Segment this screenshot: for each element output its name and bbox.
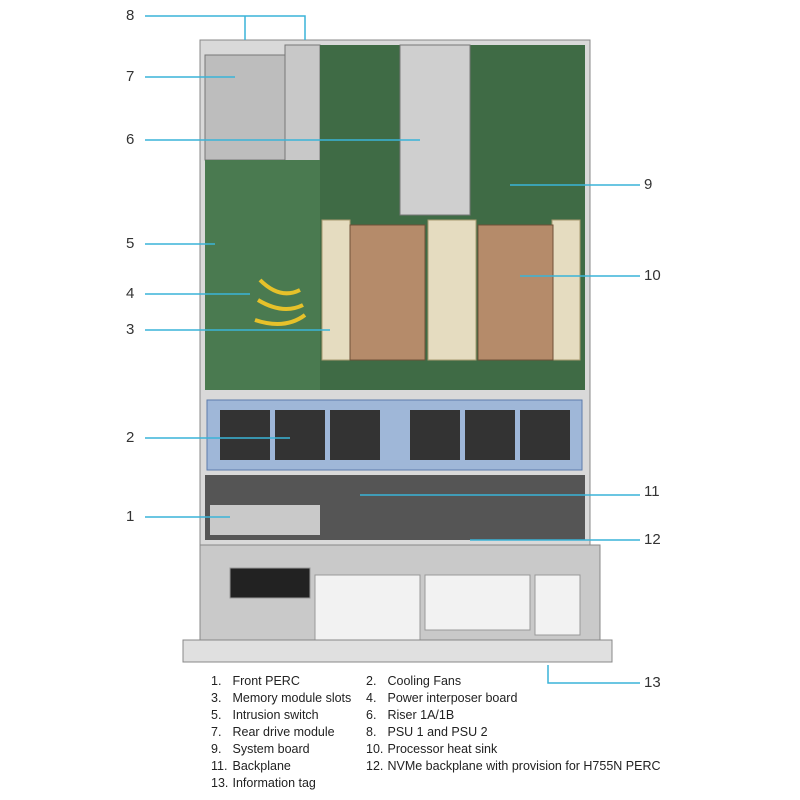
legend-item: 13. Information tag xyxy=(211,776,316,790)
legend-item: 10. Processor heat sink xyxy=(366,742,498,756)
memory-slots xyxy=(321,219,581,361)
callout-8: 8 xyxy=(126,7,135,24)
power-interposer-area xyxy=(205,160,320,390)
legend-item: 1. Front PERC xyxy=(211,674,300,688)
callout-11: 11 xyxy=(644,483,660,500)
riser xyxy=(399,44,471,216)
legend-item: 2. Cooling Fans xyxy=(366,674,462,688)
legend-column-left: 1. Front PERC 3. Memory module slots 5. … xyxy=(211,673,351,792)
callout-6: 6 xyxy=(126,131,135,148)
legend-item: 7. Rear drive module xyxy=(211,725,335,739)
callout-7: 7 xyxy=(126,68,135,85)
legend-item: 6. Riser 1A/1B xyxy=(366,708,455,722)
cooling-fans xyxy=(220,410,570,460)
callout-10: 10 xyxy=(644,267,661,284)
power-cables xyxy=(254,278,307,326)
legend-item: 4. Power interposer board xyxy=(366,691,518,705)
front-perc xyxy=(210,505,320,535)
callout-12: 12 xyxy=(644,531,661,548)
callout-1: 1 xyxy=(126,508,135,525)
rear-drive-module xyxy=(204,54,286,161)
legend-column-right: 2. Cooling Fans 4. Power interposer boar… xyxy=(366,673,661,775)
legend-item: 5. Intrusion switch xyxy=(211,708,319,722)
callout-9: 9 xyxy=(644,176,653,193)
heat-sink-1 xyxy=(349,224,426,361)
legend-item: 11. Backplane xyxy=(211,759,291,773)
callout-2: 2 xyxy=(126,429,135,446)
callout-3: 3 xyxy=(126,321,135,338)
callout-5: 5 xyxy=(126,235,135,252)
legend-item: 8. PSU 1 and PSU 2 xyxy=(366,725,488,739)
legend-item: 12. NVMe backplane with provision for H7… xyxy=(366,759,661,773)
information-tag-labels xyxy=(229,567,581,641)
bezel xyxy=(182,639,613,663)
heat-sink-2 xyxy=(477,224,554,361)
callout-13: 13 xyxy=(644,674,661,691)
legend-item: 3. Memory module slots xyxy=(211,691,352,705)
legend-item: 9. System board xyxy=(211,742,310,756)
callout-lines xyxy=(145,15,640,684)
callout-4: 4 xyxy=(126,285,135,302)
